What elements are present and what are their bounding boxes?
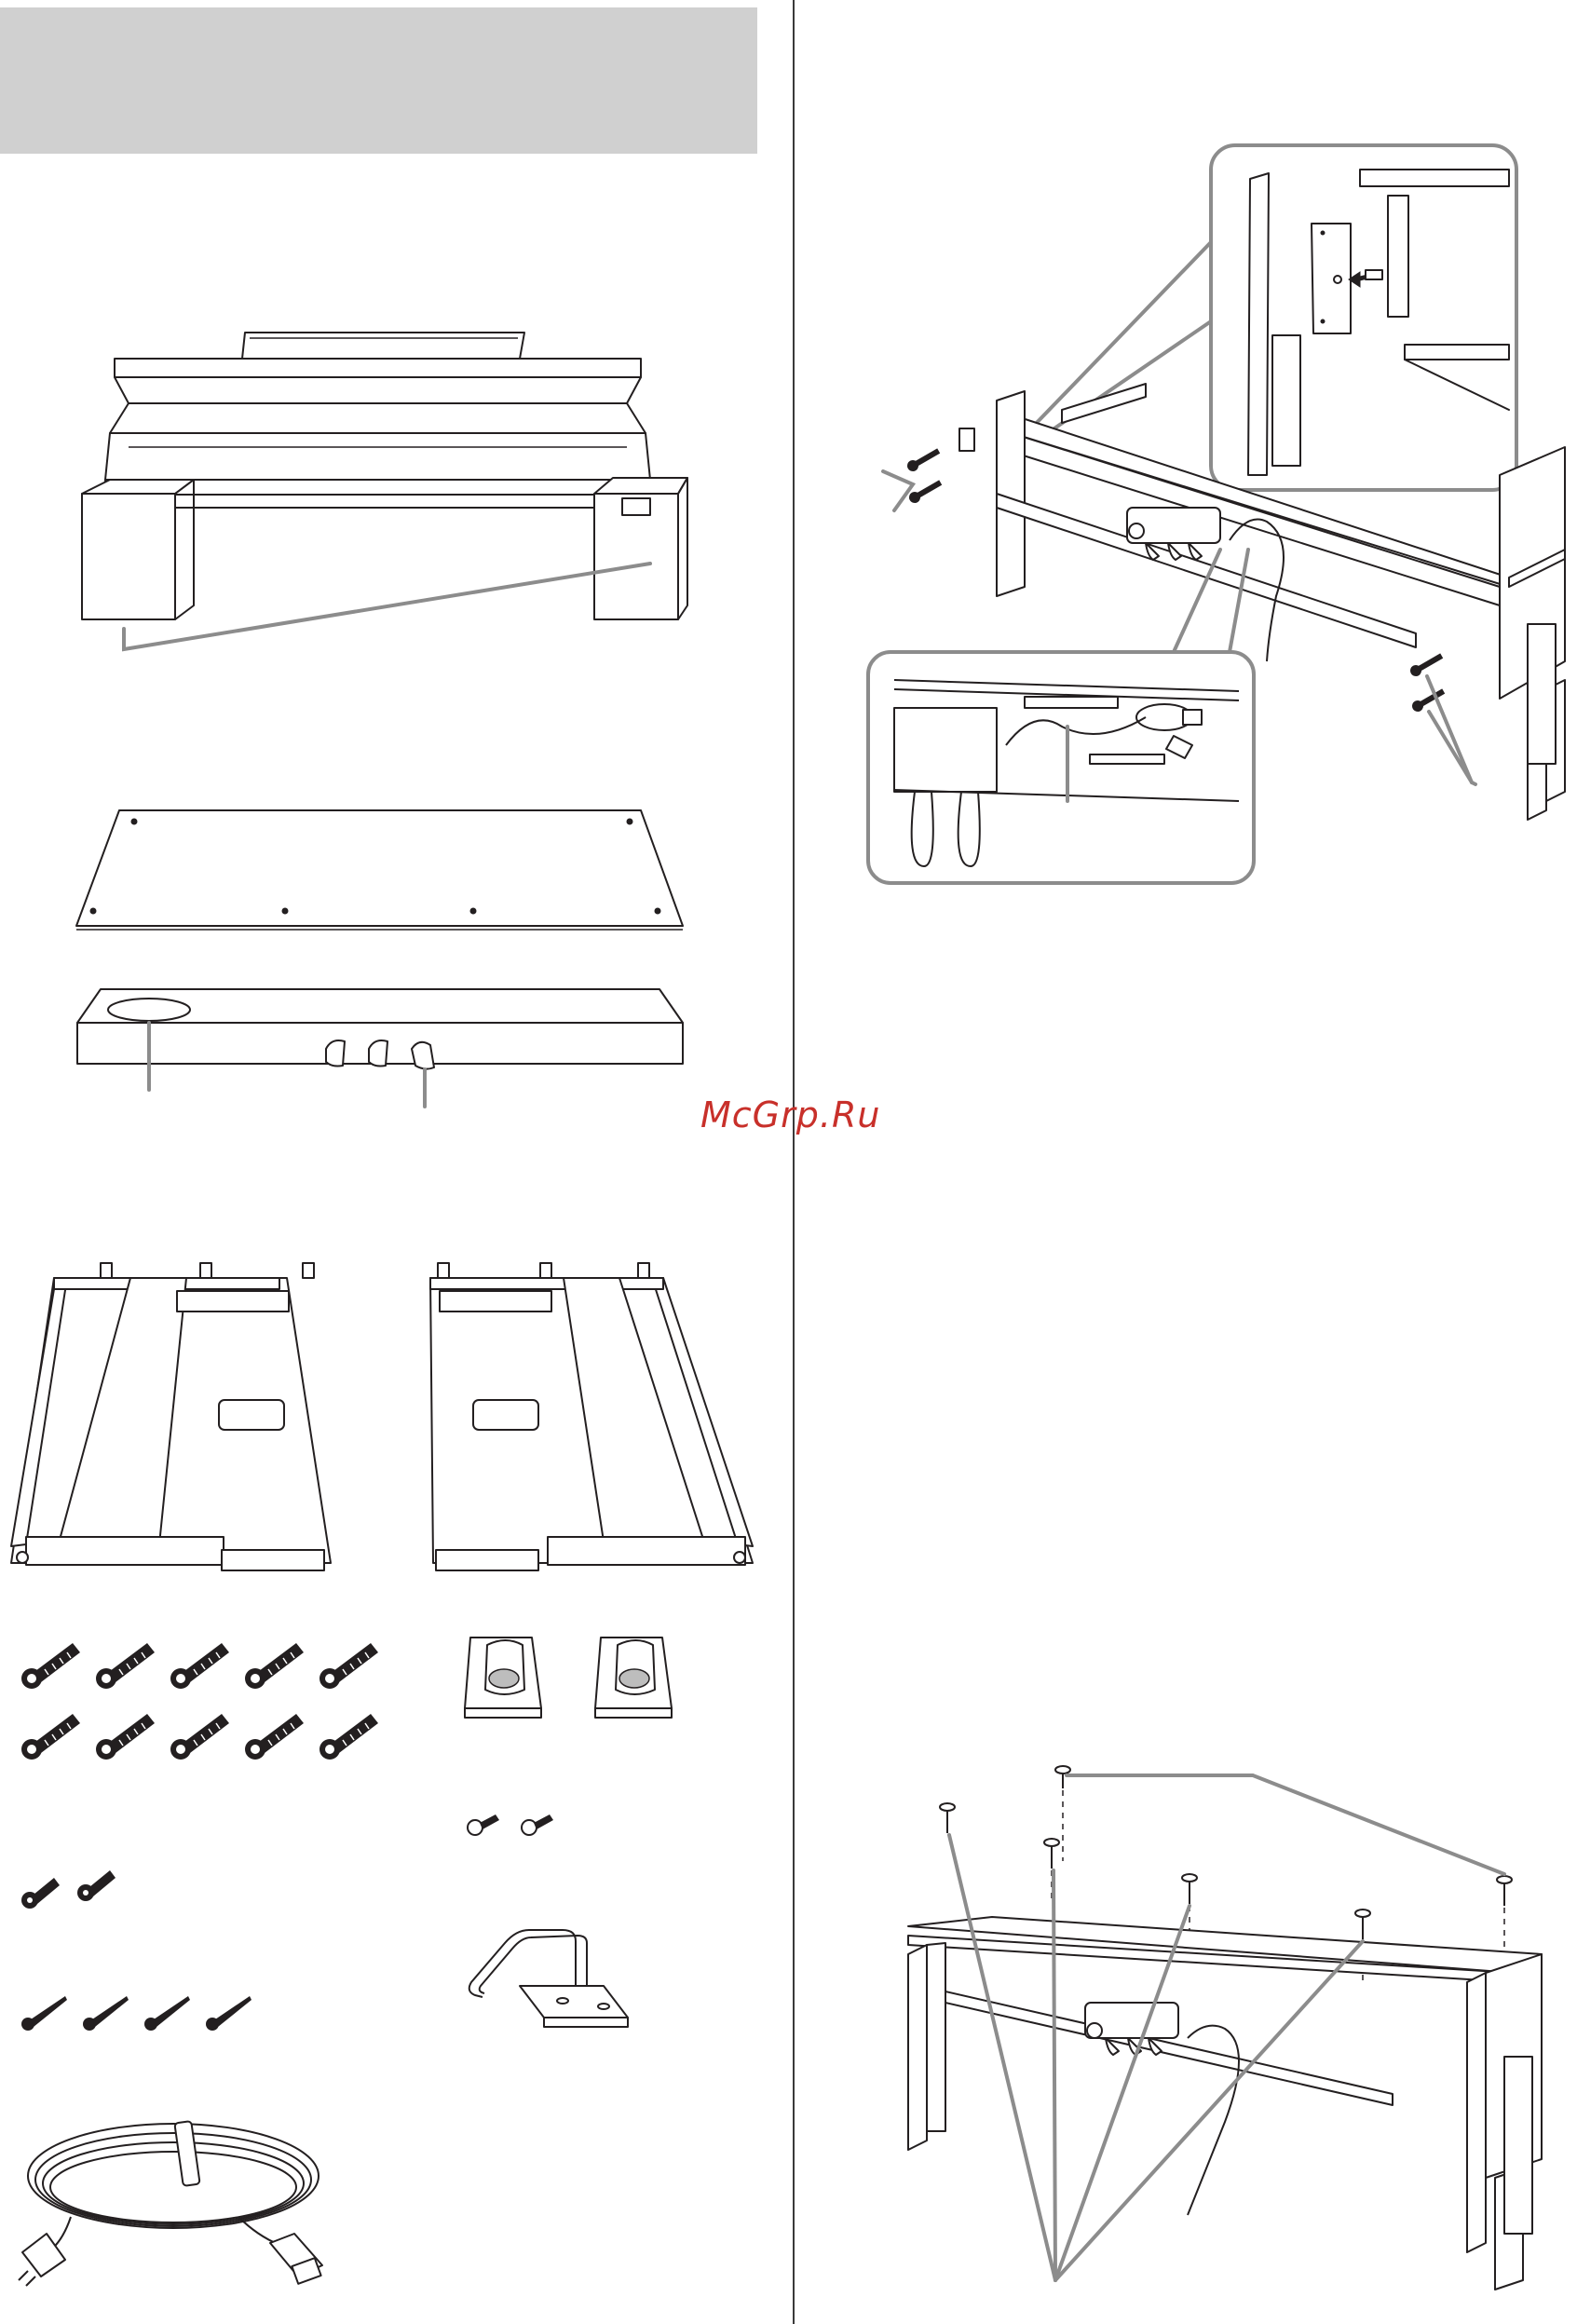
- short-screw-icon: [19, 1854, 130, 1919]
- piano-main-unit-icon: [63, 321, 697, 666]
- section-header-block: [0, 7, 757, 154]
- side-panel-attach-diagram-icon: [857, 140, 1574, 904]
- back-board-icon: [73, 809, 687, 934]
- headphone-hanger-icon: [464, 1926, 632, 2036]
- small-screw-icon: [464, 1798, 566, 1844]
- side-panel-left-icon: [9, 1256, 335, 1577]
- pedal-box-icon: [73, 987, 687, 1108]
- power-cord-icon: [15, 2113, 332, 2290]
- holder-icon: [461, 1632, 703, 1718]
- thin-screw-icon: [19, 1979, 270, 2035]
- long-bolt-icon: [19, 1630, 391, 1770]
- back-board-screw-diagram-icon: [890, 1759, 1560, 2294]
- column-divider: [793, 0, 795, 2324]
- watermark: McGrp.Ru: [700, 1094, 880, 1135]
- side-panel-right-icon: [428, 1256, 755, 1577]
